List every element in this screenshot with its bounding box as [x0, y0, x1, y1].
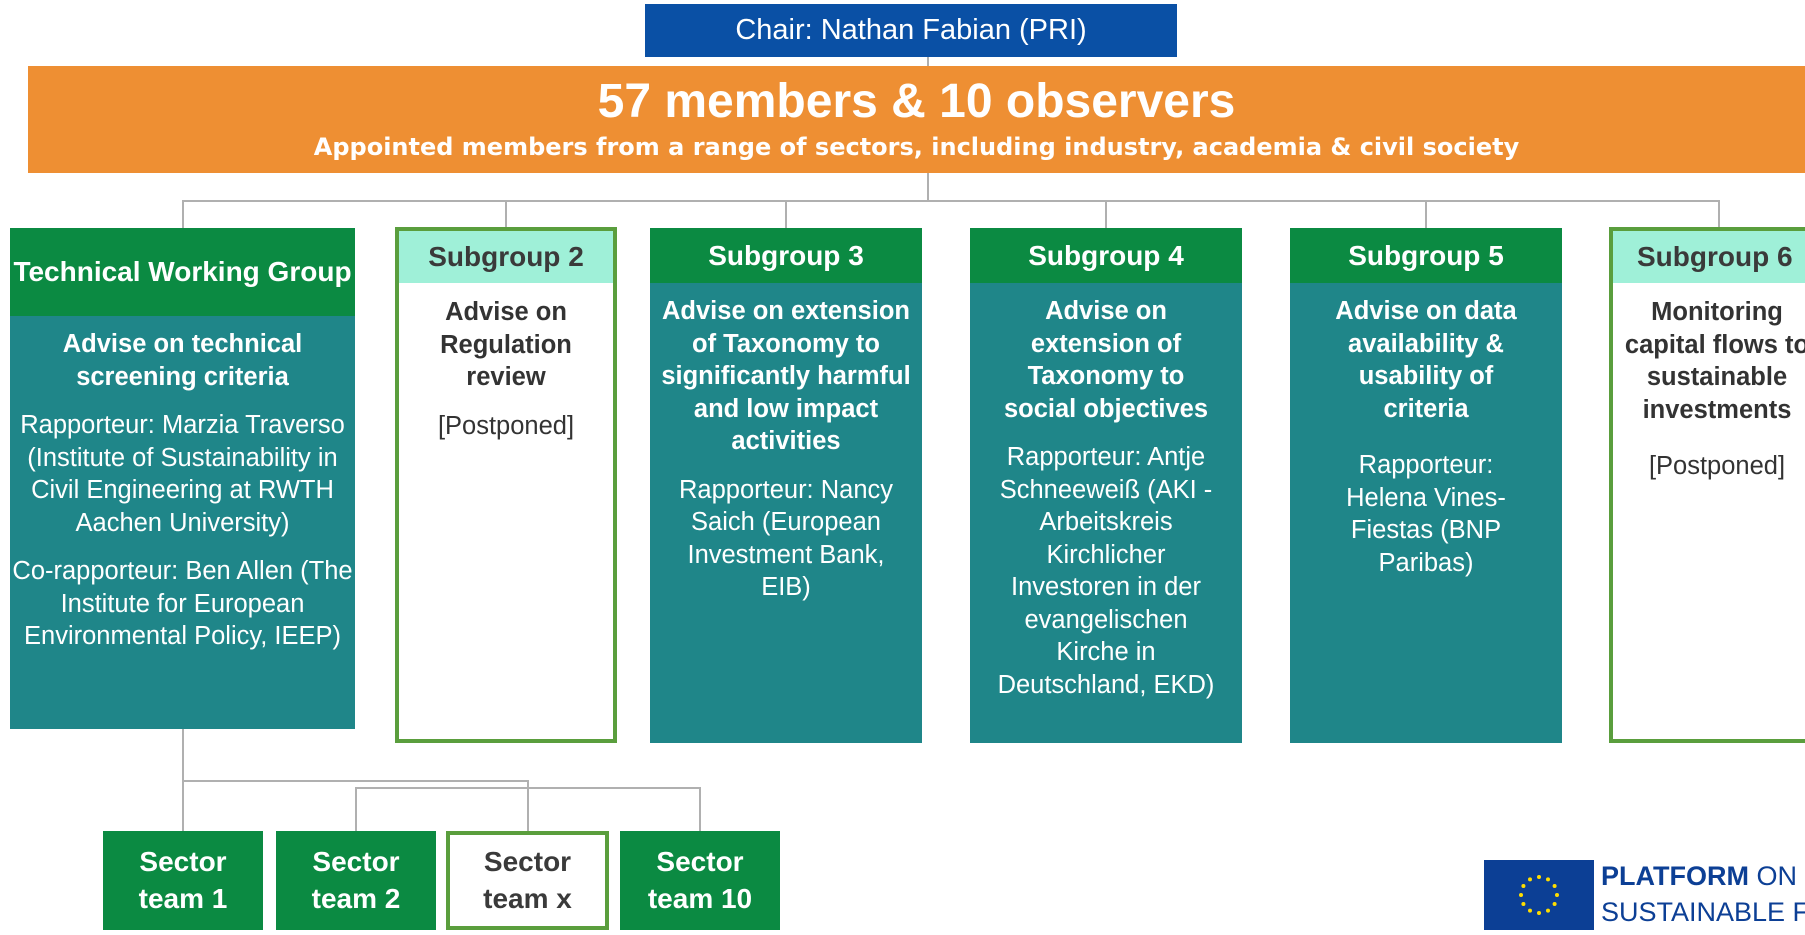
group-header-sg2: Subgroup 2: [399, 231, 613, 283]
sector-team-1: Sector team 1: [103, 831, 263, 930]
group-body-sg4: Advise on extension of Taxonomy to socia…: [970, 283, 1242, 743]
group-task: Advise on Regulation review: [440, 298, 572, 391]
group-status: [Postponed]: [1648, 452, 1786, 480]
group-header-sg5: Subgroup 5: [1290, 228, 1562, 283]
group-status: [Postponed]: [437, 411, 575, 440]
banner-title: 57 members & 10 observers: [597, 75, 1236, 128]
group-task: Advise on technical screening criteria: [62, 330, 303, 391]
connector-line: [1105, 200, 1107, 228]
connector-line: [927, 173, 929, 201]
platform-logo-text: PLATFORM ON SUSTAINABLE FI: [1601, 858, 1805, 930]
connector-line: [182, 200, 1720, 202]
logo-line2: SUSTAINABLE FI: [1601, 897, 1805, 927]
group-body-sg3: Advise on extension of Taxonomy to signi…: [650, 283, 922, 743]
connector-line: [527, 780, 529, 832]
group-header-sg3: Subgroup 3: [650, 228, 922, 283]
group-header-sg4: Subgroup 4: [970, 228, 1242, 283]
group-rapporteur: Rapporteur: Antje Schneeweiß (AKI - Arbe…: [997, 443, 1215, 699]
group-rapporteur: Rapporteur: Nancy Saich (European Invest…: [678, 475, 894, 602]
connector-line: [1425, 200, 1427, 228]
group-body-sg2: Advise on Regulation review [Postponed]: [406, 284, 606, 724]
connector-line: [785, 200, 787, 228]
connector-line: [699, 787, 701, 832]
membership-banner: 57 members & 10 observers Appointed memb…: [28, 66, 1805, 173]
group-task: Advise on extension of Taxonomy to socia…: [1003, 297, 1209, 423]
eu-flag-icon: [1484, 860, 1594, 930]
connector-line: [927, 57, 929, 66]
group-header-twg: Technical Working Group: [10, 228, 355, 316]
connector-line: [182, 200, 184, 228]
connector-line: [1718, 200, 1720, 228]
logo-bold: PLATFORM: [1601, 861, 1749, 891]
connector-line: [355, 787, 357, 832]
group-rapporteur: Rapporteur: Helena Vines-Fiestas (BNP Pa…: [1346, 451, 1506, 577]
group-body-sg5: Advise on data availability & usability …: [1290, 283, 1562, 743]
sector-team-2: Sector team 2: [276, 831, 436, 930]
group-body-sg6: Monitoring capital flows to sustainable …: [1622, 284, 1805, 724]
connector-line: [505, 200, 507, 228]
group-task: Monitoring capital flows to sustainable …: [1624, 298, 1805, 424]
group-task: Advise on extension of Taxonomy to signi…: [661, 297, 911, 455]
group-body-twg: Advise on technical screening criteria R…: [10, 316, 355, 729]
connector-line: [182, 729, 184, 781]
banner-subtitle: Appointed members from a range of sector…: [313, 132, 1520, 161]
sector-team-10: Sector team 10: [620, 831, 780, 930]
sector-team-x: Sector team x: [446, 831, 609, 930]
chair-box: Chair: Nathan Fabian (PRI): [645, 4, 1177, 57]
connector-line: [182, 780, 529, 782]
connector-line: [182, 780, 184, 832]
group-corapporteur: Co-rapporteur: Ben Allen (The Institute …: [12, 557, 353, 650]
group-header-sg6: Subgroup 6: [1613, 231, 1805, 283]
logo-rest: ON: [1748, 861, 1797, 891]
group-rapporteur: Rapporteur: Marzia Traverso (Institute o…: [20, 411, 345, 537]
group-task: Advise on data availability & usability …: [1335, 297, 1517, 423]
